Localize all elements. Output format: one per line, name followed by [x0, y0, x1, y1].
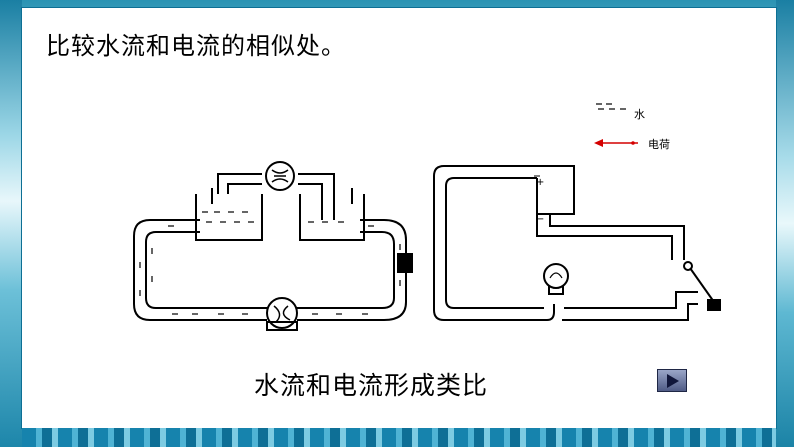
legend-charge-arrow — [594, 139, 638, 147]
diagram-caption: 水流和电流形成类比 — [254, 371, 489, 400]
electric-circuit — [433, 165, 721, 321]
right-frame-decoration — [776, 0, 794, 447]
legend-charge-label: 电荷 — [648, 138, 670, 151]
svg-text:+: + — [536, 177, 544, 188]
water-dashes — [139, 211, 401, 315]
play-icon — [667, 374, 679, 388]
left-frame-decoration — [0, 0, 22, 447]
bottom-decoration-strip — [22, 428, 776, 447]
play-button[interactable] — [657, 369, 687, 392]
analogy-diagram: + − — [133, 103, 721, 331]
legend-water-symbol — [596, 103, 626, 110]
slide-title: 比较水流和电流的相似处。 — [46, 32, 346, 60]
water-circuit — [133, 161, 413, 331]
slide-canvas: 比较水流和电流的相似处。 水 电荷 — [22, 8, 776, 428]
legend-water-label: 水 — [634, 108, 645, 121]
svg-text:−: − — [536, 214, 544, 225]
